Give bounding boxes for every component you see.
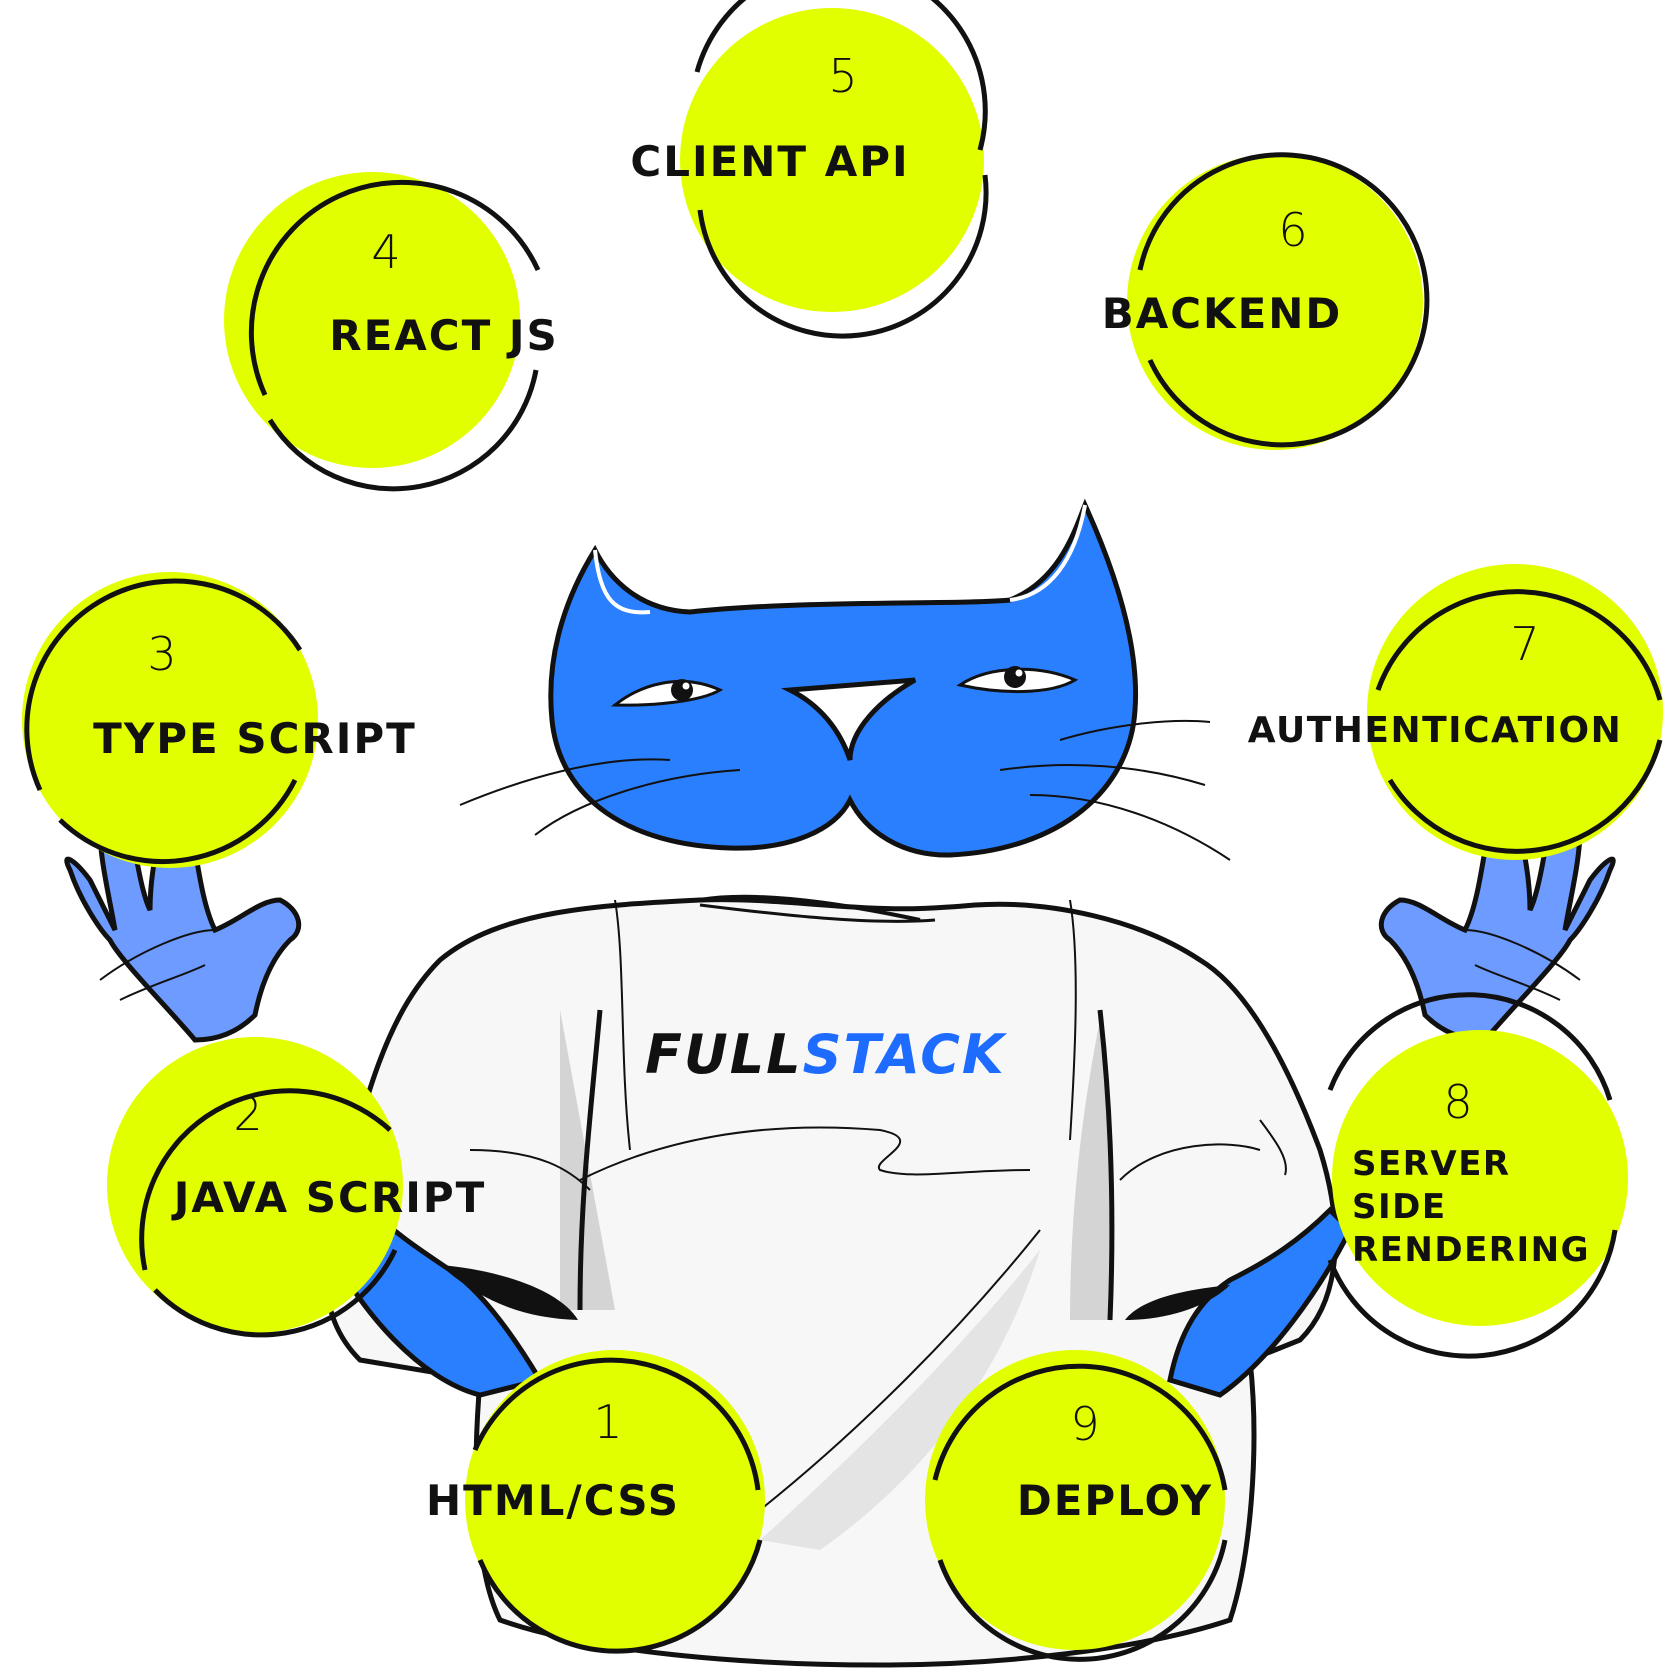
step-bubble-fill xyxy=(107,1037,403,1333)
step-bubble-ring xyxy=(1327,992,1613,1101)
step-react-js: 4 REACT JS xyxy=(224,172,559,492)
step-label-line-2: SIDE xyxy=(1352,1187,1447,1227)
step-bubble-fill xyxy=(224,172,520,468)
step-number: 7 xyxy=(1510,617,1539,671)
step-server-side-rendering: 8 SERVER SIDE RENDERING xyxy=(1327,992,1628,1359)
step-label: REACT JS xyxy=(329,311,559,360)
cat-head xyxy=(459,498,1231,861)
step-label-line-1: SERVER xyxy=(1352,1144,1511,1184)
step-label-line-3: RENDERING xyxy=(1352,1230,1590,1270)
step-bubble-fill xyxy=(1127,154,1423,450)
cat-nose xyxy=(780,677,917,761)
step-label: JAVA SCRIPT xyxy=(171,1173,487,1222)
step-number: 5 xyxy=(828,49,857,103)
step-bubble-fill xyxy=(925,1350,1225,1650)
step-type-script: 3 TYPE SCRIPT xyxy=(22,572,417,868)
step-label: BACKEND xyxy=(1102,289,1343,338)
step-number: 1 xyxy=(593,1395,622,1449)
step-label: HTML/CSS xyxy=(426,1476,680,1525)
step-java-script: 2 JAVA SCRIPT xyxy=(107,1037,487,1338)
step-label: TYPE SCRIPT xyxy=(93,714,417,763)
shirt-logo: FULLSTACK xyxy=(645,1023,1008,1086)
shirt-logo-full: FULL xyxy=(645,1023,803,1086)
shirt-logo-stack: STACK xyxy=(803,1023,1008,1086)
step-bubble-fill xyxy=(465,1350,765,1650)
step-number: 3 xyxy=(147,627,176,681)
step-number: 6 xyxy=(1278,203,1307,257)
cat-whiskers xyxy=(459,719,1231,861)
step-number: 9 xyxy=(1070,1397,1099,1451)
step-bubble-ring xyxy=(1137,152,1430,448)
step-bubble-ring xyxy=(139,1088,392,1271)
step-html-css: 1 HTML/CSS xyxy=(426,1350,765,1654)
step-bubble-ring xyxy=(932,1363,1228,1491)
step-bubble-ring xyxy=(24,578,303,792)
step-bubble-fill xyxy=(1332,1030,1628,1326)
cat-right-hand xyxy=(1378,811,1616,1043)
cat-left-hand xyxy=(64,811,302,1043)
step-number: 8 xyxy=(1443,1075,1472,1129)
step-client-api: 5 CLIENT API xyxy=(630,0,989,339)
step-bubble-fill xyxy=(1367,564,1663,860)
step-label: DEPLOY xyxy=(1017,1476,1213,1525)
step-backend: 6 BACKEND xyxy=(1102,152,1430,450)
step-bubble-ring xyxy=(472,1357,761,1491)
step-authentication: 7 AUTHENTICATION xyxy=(1248,564,1663,860)
step-bubble-ring xyxy=(1375,589,1663,701)
step-bubble-ring xyxy=(694,0,988,151)
step-bubble-fill xyxy=(680,8,984,312)
step-label: AUTHENTICATION xyxy=(1248,710,1623,751)
step-bubble-ring xyxy=(248,179,541,397)
step-number: 4 xyxy=(371,225,400,279)
step-label: CLIENT API xyxy=(630,137,909,186)
cat-eyes xyxy=(610,666,1079,707)
step-deploy: 9 DEPLOY xyxy=(925,1350,1228,1662)
step-bubble-fill xyxy=(22,572,318,868)
step-number: 2 xyxy=(233,1087,262,1141)
